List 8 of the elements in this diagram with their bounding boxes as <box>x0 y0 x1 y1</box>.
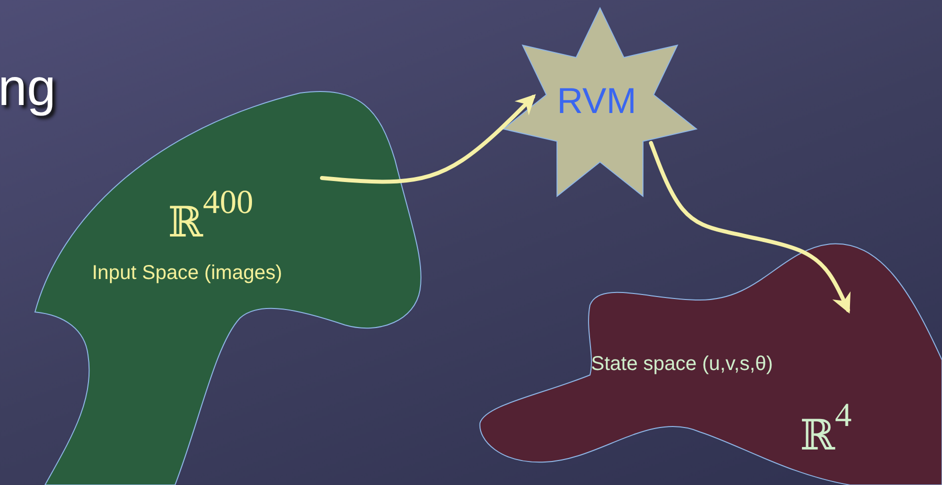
space-symbol: ℝ$^{4}$ <box>800 398 852 459</box>
slide-title: ng <box>0 58 56 118</box>
space-symbol: ℝ$^{400}$ <box>168 185 254 246</box>
curved-arrow <box>649 141 851 314</box>
node-label: RVM <box>557 81 636 121</box>
region-label: Input Space (images) <box>92 262 282 284</box>
curved-arrow <box>320 94 536 184</box>
region-label: State space (u,v,s,θ) <box>591 353 773 375</box>
